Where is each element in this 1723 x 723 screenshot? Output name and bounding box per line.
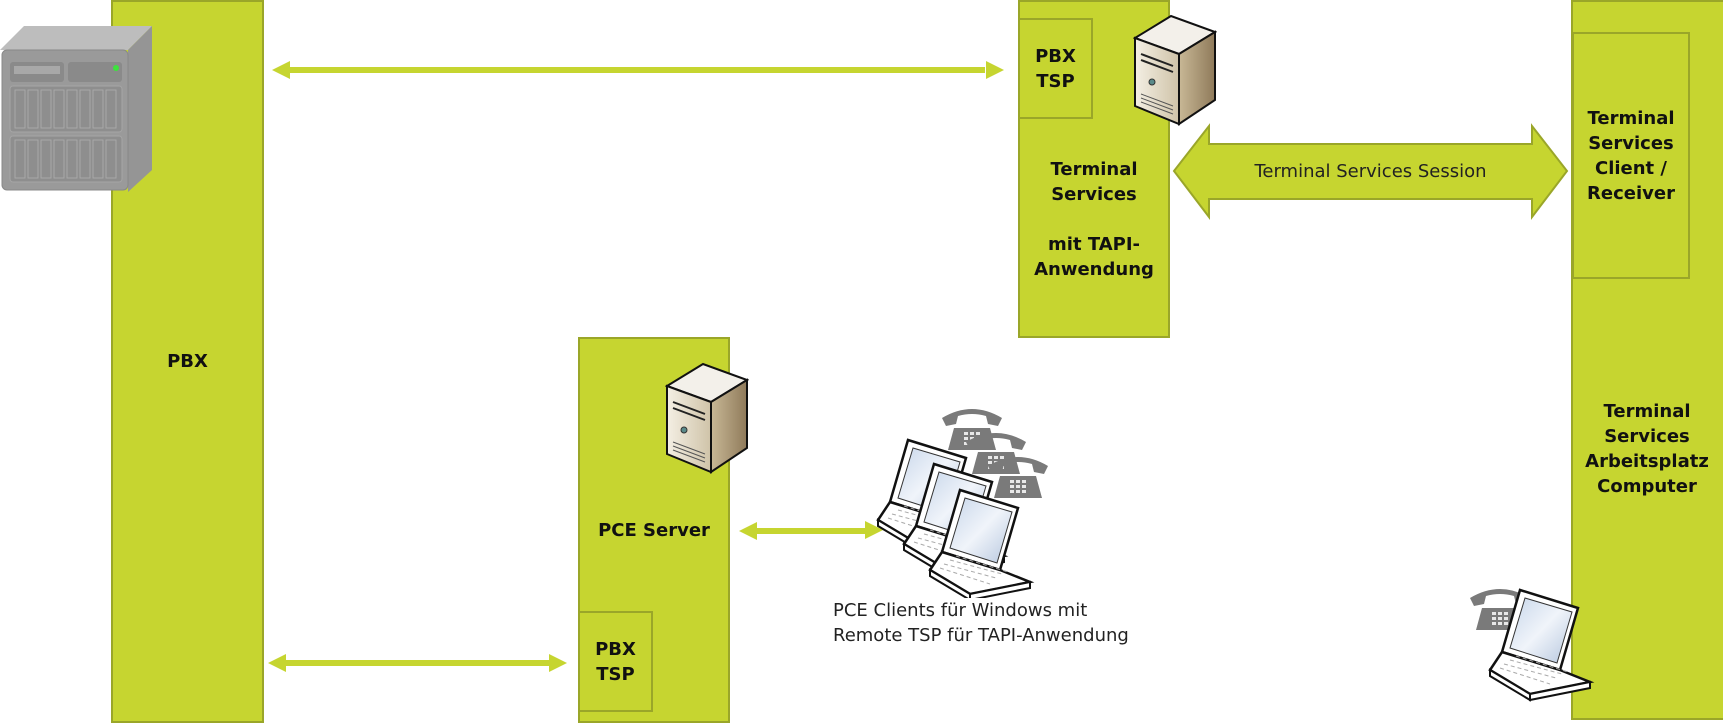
workstation-box — [1571, 0, 1723, 720]
pce-server-label: PCE Server — [598, 520, 710, 541]
ts-client-label: Terminal Services Client / Receiver — [1587, 108, 1675, 204]
terminal-session-label: Terminal Services Session — [1254, 161, 1487, 182]
laptop-icon — [1488, 588, 1592, 702]
rack-server-icon — [0, 26, 152, 192]
pce-server-tsp-label: PBX TSP — [595, 639, 636, 685]
terminal-session-block-arrow — [1172, 123, 1569, 220]
pce-clients-group — [876, 409, 1048, 598]
arrow-pbx-pce-tsp — [268, 654, 567, 672]
tower-server-icon — [1133, 14, 1217, 126]
terminal-server-label: Terminal Services mit TAPI- Anwendung — [1034, 159, 1154, 280]
pbx-label: PBX — [167, 351, 208, 372]
arrow-pce-server-clients — [739, 521, 883, 540]
pce-server-tsp-box — [578, 611, 653, 712]
tower-server-icon — [665, 362, 749, 474]
terminal-server-tsp-label: PBX TSP — [1035, 46, 1076, 92]
workstation-label: Terminal Services Arbeitsplatz Computer — [1585, 401, 1709, 497]
arrow-pbx-terminal-tsp — [272, 61, 1004, 79]
workstation-devices — [1470, 588, 1592, 702]
pce-clients-caption: PCE Clients für Windows mit Remote TSP f… — [833, 600, 1129, 646]
ts-client-box — [1572, 32, 1690, 279]
terminal-server-tsp-box — [1018, 18, 1093, 119]
